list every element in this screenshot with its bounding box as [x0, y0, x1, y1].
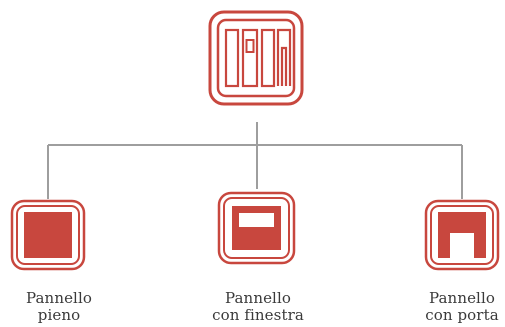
window-panel-icon — [217, 191, 296, 265]
label-solid-panel-line2: pieno — [37, 306, 81, 324]
connector-lines — [47, 122, 463, 199]
label-window-panel: Pannello con finestra — [188, 290, 328, 324]
solid-panel-icon — [10, 199, 86, 271]
label-door-panel-line2: con porta — [425, 306, 499, 324]
label-solid-panel: Pannello pieno — [0, 290, 129, 324]
label-door-panel: Pannello con porta — [392, 290, 505, 324]
door-panel-icon — [424, 199, 500, 271]
label-window-panel-line2: con finestra — [212, 306, 304, 324]
shelving-system-icon — [208, 10, 304, 106]
label-door-panel-line1: Pannello — [429, 289, 495, 307]
label-window-panel-line1: Pannello — [225, 289, 291, 307]
label-solid-panel-line1: Pannello — [26, 289, 92, 307]
